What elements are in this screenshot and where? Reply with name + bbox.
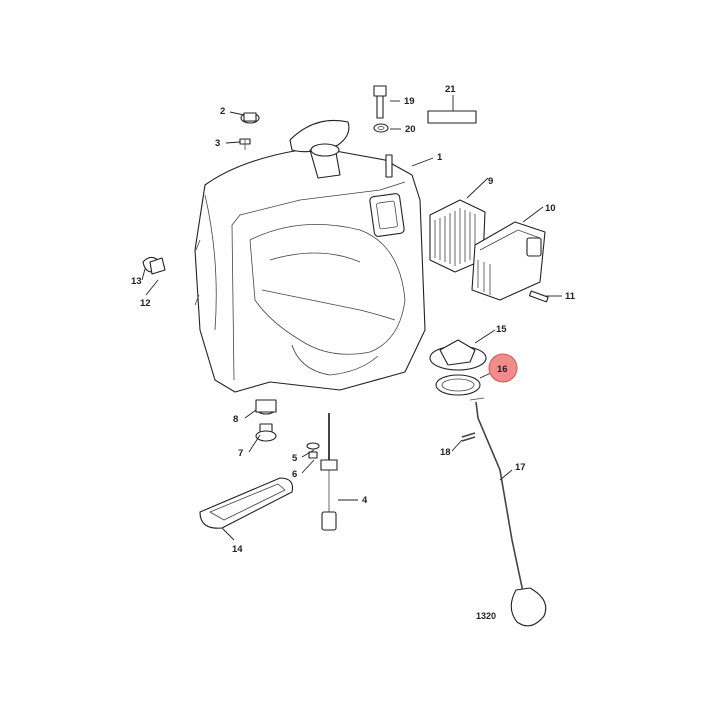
module-part-10	[471, 221, 546, 301]
gasket-part-14	[199, 477, 294, 529]
callout-11: 11	[565, 291, 576, 302]
callout-10: 10	[545, 203, 556, 214]
reservoir-housing	[194, 119, 426, 393]
callout-7: 7	[238, 448, 243, 459]
callout-17: 17	[515, 462, 526, 473]
screw-part-3	[239, 138, 251, 150]
bolt-part-11	[528, 290, 549, 303]
bolt-part-19	[373, 85, 387, 119]
washer-part-5	[306, 442, 320, 450]
callout-2: 2	[220, 106, 225, 117]
callout-8: 8	[233, 414, 238, 425]
grommet-part	[240, 112, 260, 124]
callout-5: 5	[292, 453, 298, 464]
pin-part-18	[461, 432, 476, 442]
sensor-part-4	[320, 413, 338, 531]
callout-21: 21	[445, 84, 456, 95]
callout-14: 14	[232, 544, 243, 555]
filter-part-9	[429, 199, 486, 273]
callout-19: 19	[404, 96, 415, 107]
fitting-part-8	[255, 399, 277, 415]
cap-part-15	[429, 339, 487, 371]
callout-15: 15	[496, 324, 507, 335]
fitting-part-7	[255, 423, 277, 442]
screw-part-6	[308, 451, 318, 459]
callout-16: 16	[497, 364, 508, 375]
label-part-21	[427, 110, 477, 124]
callout-3: 3	[215, 138, 220, 149]
cap-part-12	[149, 257, 166, 275]
callout-9: 9	[488, 176, 493, 187]
dipstick-part-17	[469, 397, 547, 627]
washer-part-20	[373, 123, 389, 133]
leader-lines	[141, 95, 562, 541]
callout-20: 20	[405, 124, 416, 135]
callout-labels: 1 2 3 4 5 6 7 8 9 10 11 12 13 14 15 16 1…	[131, 84, 576, 621]
callout-18: 18	[440, 447, 451, 458]
highlight-callout-16	[488, 353, 518, 383]
callout-4: 4	[362, 495, 368, 506]
callout-13: 13	[131, 276, 142, 287]
oring-part-16	[435, 374, 481, 396]
callout-12: 12	[140, 298, 151, 309]
callout-6: 6	[292, 469, 297, 480]
callout-1: 1	[437, 152, 443, 163]
figure-number: 1320	[476, 611, 496, 621]
